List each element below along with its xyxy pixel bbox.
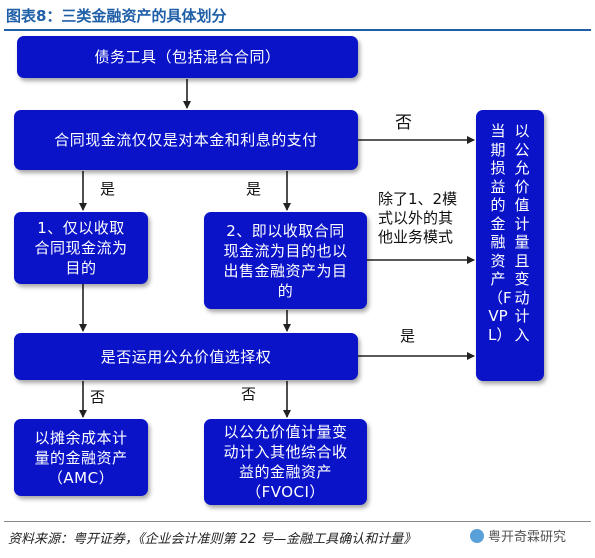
footer-divider bbox=[4, 521, 591, 522]
cashflow-test-box: 合同现金流仅仅是对本金和利息的支付 bbox=[14, 110, 358, 170]
label-other-models: 除了1、2模 式以外的其 他业务模式 bbox=[378, 190, 458, 246]
debt-instrument-box: 债务工具（包括混合合同） bbox=[17, 36, 358, 78]
fvpl-box: 当期损益的金融资产（FVPL） 以公允价值计量且变动计入 bbox=[476, 110, 544, 381]
model2-box: 2、即以收取合同 现金流为目的也以 出售金融资产为目 的 bbox=[204, 212, 367, 309]
label-no-fvoci: 否 bbox=[241, 385, 257, 403]
label-no-amc: 否 bbox=[90, 388, 106, 406]
fvpl-text-col2: 以公允价值计量且变动计入 bbox=[514, 122, 530, 344]
label-yes-right: 是 bbox=[400, 327, 416, 345]
title-divider bbox=[4, 29, 591, 31]
source-note: 资料来源：粤开证券，《企业会计准则第 22 号—金融工具确认和计量》 bbox=[8, 532, 417, 547]
fvoci-box: 以公允价值计量变 动计入其他综合收 益的金融资产 （FVOCI） bbox=[204, 419, 367, 505]
amc-box: 以摊余成本计 量的金融资产 （AMC） bbox=[14, 419, 148, 496]
watermark: 粤开奇霖研究 bbox=[470, 526, 566, 545]
label-yes-left: 是 bbox=[100, 180, 116, 198]
label-no-top: 否 bbox=[395, 113, 412, 133]
label-yes-mid: 是 bbox=[246, 180, 262, 198]
fv-option-box: 是否运用公允价值选择权 bbox=[14, 333, 358, 380]
wechat-logo-icon bbox=[470, 529, 484, 543]
chart-title: 图表8：三类金融资产的具体划分 bbox=[6, 7, 227, 25]
fvpl-text-col1: 当期损益的金融资产（FVPL） bbox=[488, 122, 512, 344]
model1-box: 1、仅以收取 合同现金流为 目的 bbox=[14, 212, 148, 284]
